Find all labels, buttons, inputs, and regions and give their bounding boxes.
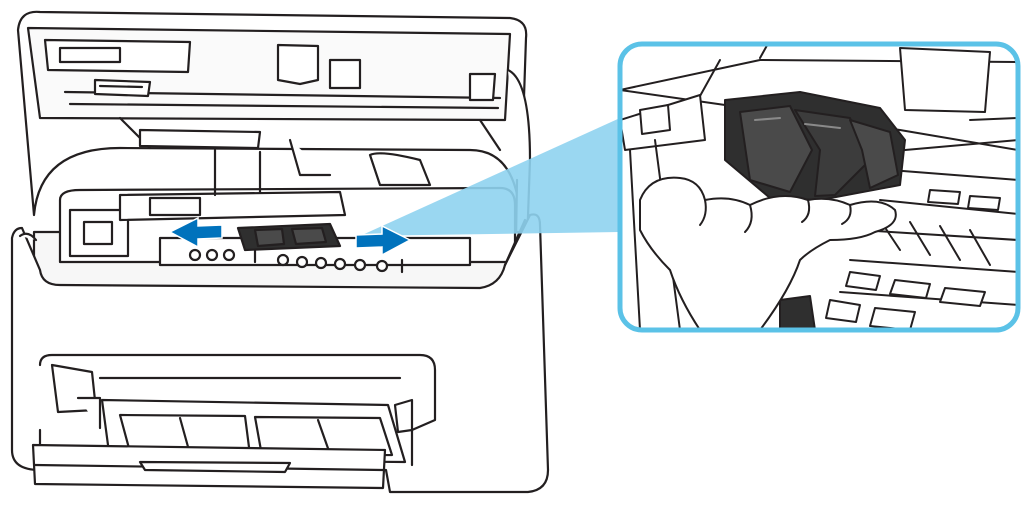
paper-tray [31,398,407,490]
arrow-right-icon [355,224,412,257]
scanner-lid [16,10,532,307]
callout-beam [360,118,620,236]
cartridge-holder-icon [236,222,342,252]
printer-icon [10,10,550,494]
arrow-left-icon [168,216,223,249]
zoom-callout [617,41,1021,333]
